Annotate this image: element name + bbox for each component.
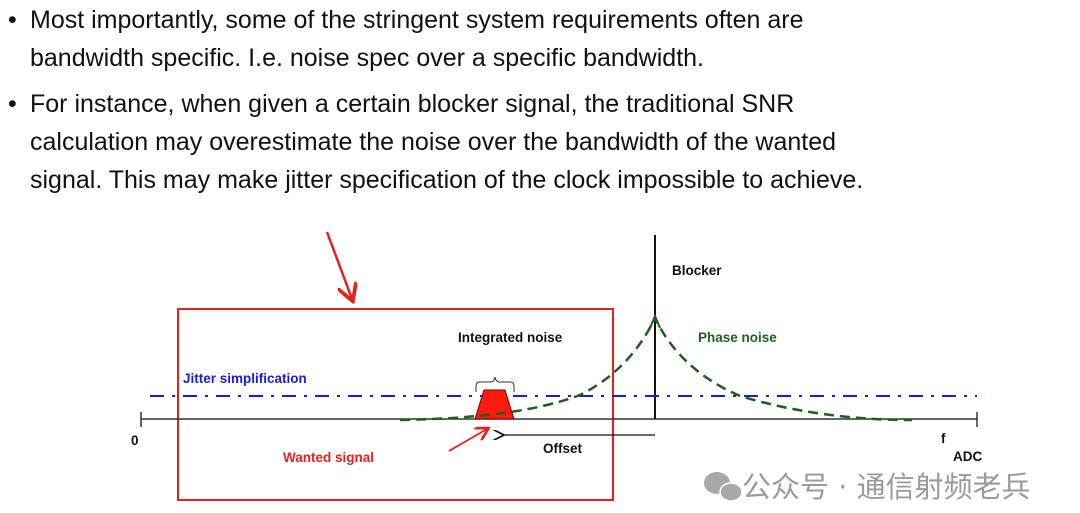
frequency-label: f	[941, 431, 946, 446]
integrated-noise-bracket	[475, 376, 515, 392]
phase-noise-peak-arrow	[649, 313, 661, 329]
offset-label: Offset	[543, 441, 583, 456]
highlight-box	[177, 308, 614, 501]
bullet-dot: •	[8, 90, 17, 118]
bullet-text: calculation may overestimate the noise o…	[30, 128, 837, 156]
bullet-dot: •	[8, 6, 17, 34]
frequency-subscript: ADC	[953, 449, 983, 464]
wanted-signal-arrow	[448, 429, 487, 452]
blocker-label: Blocker	[672, 263, 722, 278]
phase-noise-label: Phase noise	[698, 330, 777, 345]
origin-label: 0	[131, 433, 139, 448]
bullet-text: bandwidth specific. I.e. noise spec over…	[30, 44, 704, 72]
jitter-simplification-label: Jitter simplification	[183, 371, 307, 386]
wanted-signal-label: Wanted signal	[283, 450, 375, 465]
bullet-text: signal. This may make jitter specificati…	[30, 166, 864, 194]
watermark: 公众号 · 通信射频老兵	[742, 470, 1031, 504]
highlight-arrow	[325, 231, 352, 299]
bullet-text: Most importantly, some of the stringent …	[30, 6, 804, 34]
bullet-text: For instance, when given a certain block…	[30, 90, 795, 118]
integrated-noise-label: Integrated noise	[458, 330, 563, 345]
